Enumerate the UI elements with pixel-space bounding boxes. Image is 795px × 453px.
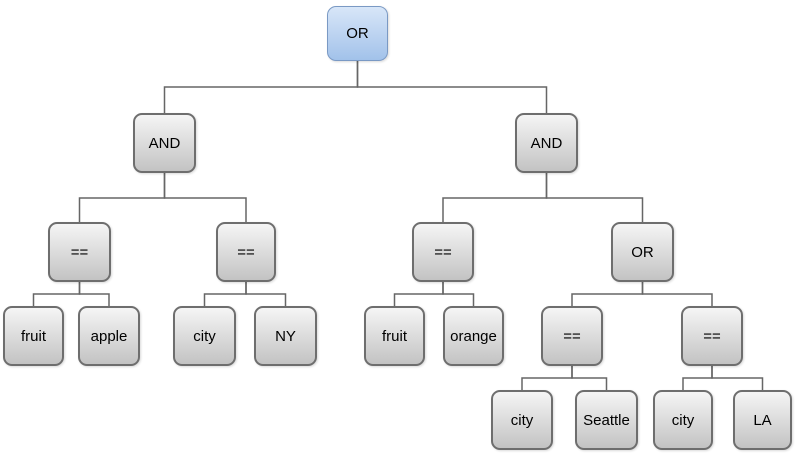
connector-eq-fruit-orange-leaf-orange xyxy=(442,282,475,306)
tree-node-leaf-seattle[interactable]: Seattle xyxy=(575,390,638,450)
tree-node-eq-fruit-orange[interactable]: == xyxy=(412,222,474,282)
node-label: AND xyxy=(148,134,181,152)
connector-or-nested-eq-city-la xyxy=(641,282,713,306)
tree-node-and-right[interactable]: AND xyxy=(515,113,578,173)
node-label: == xyxy=(237,243,255,261)
tree-node-leaf-city-2[interactable]: city xyxy=(491,390,553,450)
tree-node-leaf-fruit-2[interactable]: fruit xyxy=(364,306,425,366)
node-label: == xyxy=(563,327,581,345)
tree-node-leaf-fruit-1[interactable]: fruit xyxy=(3,306,64,366)
connector-or-root-and-right xyxy=(356,61,548,113)
tree-node-leaf-la[interactable]: LA xyxy=(733,390,792,450)
node-label: == xyxy=(434,243,452,261)
node-label: city xyxy=(510,411,534,429)
tree-node-eq-city-seattle[interactable]: == xyxy=(541,306,603,366)
tree-node-eq-fruit-apple[interactable]: == xyxy=(48,222,111,282)
tree-node-or-nested[interactable]: OR xyxy=(611,222,674,282)
node-label: apple xyxy=(90,327,128,345)
node-label: city xyxy=(193,327,216,345)
node-label: city xyxy=(671,411,695,429)
connector-and-left-eq-city-ny xyxy=(163,173,247,222)
tree-node-eq-city-la[interactable]: == xyxy=(681,306,743,366)
connector-eq-city-la-leaf-la xyxy=(711,366,764,390)
tree-node-leaf-ny[interactable]: NY xyxy=(254,306,317,366)
node-label: == xyxy=(703,327,721,345)
tree-node-and-left[interactable]: AND xyxy=(133,113,196,173)
node-label: AND xyxy=(530,134,563,152)
connector-eq-city-ny-leaf-ny xyxy=(245,282,287,306)
tree-node-leaf-city-3[interactable]: city xyxy=(653,390,713,450)
tree-node-leaf-orange[interactable]: orange xyxy=(443,306,504,366)
node-label: == xyxy=(70,243,89,261)
tree-node-leaf-apple[interactable]: apple xyxy=(78,306,140,366)
node-label: OR xyxy=(631,243,654,261)
node-label: OR xyxy=(346,25,369,42)
node-label: orange xyxy=(450,327,497,345)
node-label: fruit xyxy=(381,327,407,345)
connector-eq-fruit-apple-leaf-apple xyxy=(78,282,110,306)
node-label: fruit xyxy=(20,327,46,345)
node-label: Seattle xyxy=(583,411,630,429)
connector-eq-city-seattle-leaf-seattle xyxy=(571,366,608,390)
tree-node-eq-city-ny[interactable]: == xyxy=(216,222,276,282)
connector-and-right-or-nested xyxy=(545,173,644,222)
node-label: LA xyxy=(753,411,772,429)
tree-node-leaf-city-1[interactable]: city xyxy=(173,306,236,366)
node-label: NY xyxy=(275,327,296,345)
tree-node-or-root[interactable]: OR xyxy=(327,6,388,61)
